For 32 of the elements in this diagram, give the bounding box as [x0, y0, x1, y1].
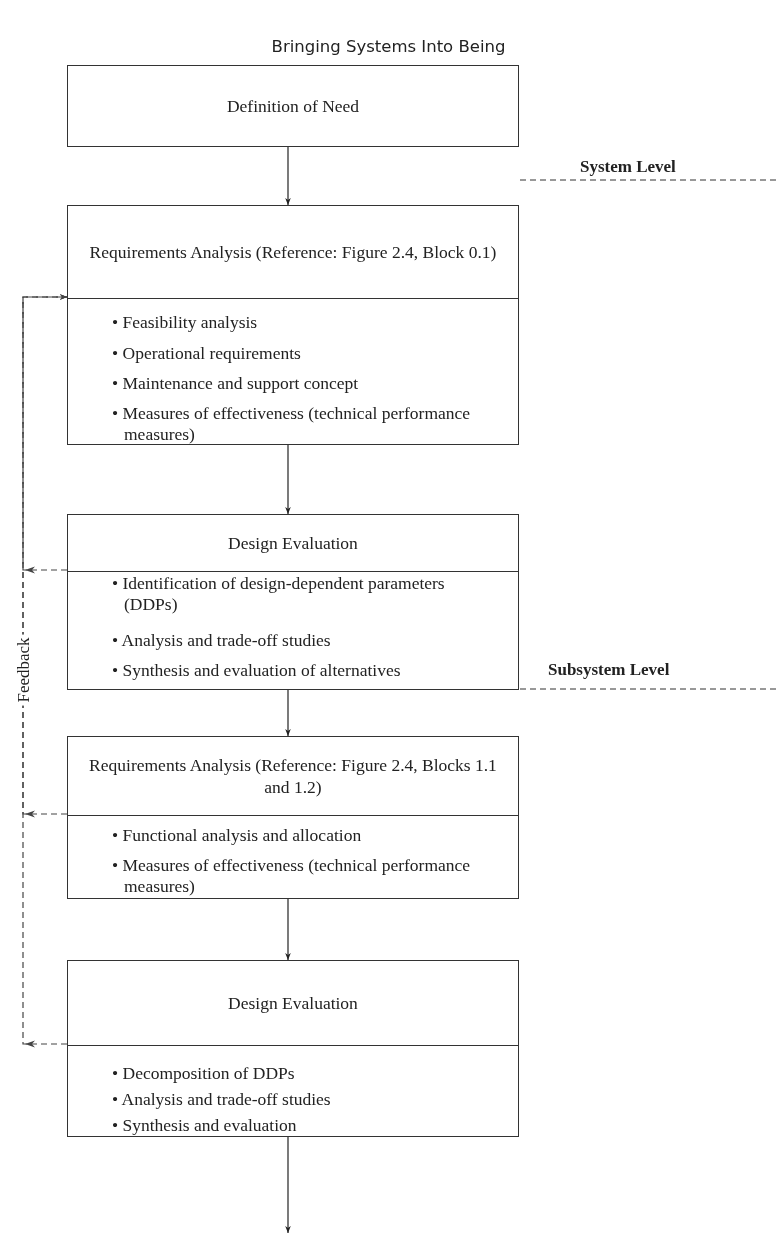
process-box	[67, 736, 519, 899]
box-heading: Design Evaluation	[227, 992, 359, 1014]
process-box	[67, 65, 519, 147]
box-heading: Design Evaluation	[227, 532, 359, 554]
bullet-item: • Maintenance and support concept	[112, 373, 360, 394]
bullet-item: • Synthesis and evaluation	[112, 1115, 298, 1136]
level-label: Subsystem Level	[548, 660, 670, 680]
arrow	[285, 689, 291, 737]
bullet-item: • Feasibility analysis	[112, 312, 259, 333]
diagram-title: Bringing Systems Into Being	[270, 37, 507, 56]
bullet-item: • Operational requirements	[112, 343, 302, 364]
bullet-item: • Functional analysis and allocation	[112, 825, 363, 846]
bullet-item: • Analysis and trade-off studies	[112, 1089, 332, 1110]
bullet-item: • Identification of design-dependent parameters (DDPs)	[112, 573, 446, 615]
arrow	[285, 444, 291, 515]
feedback-arrow	[22, 294, 68, 574]
arrow	[285, 1136, 291, 1234]
box-heading: Definition of Need	[225, 94, 361, 117]
box-heading: Requirements Analysis (Reference: Figure 2.4, Block 0.1)	[88, 241, 498, 263]
process-box	[67, 960, 519, 1137]
process-box	[67, 514, 519, 690]
feedback-arrow	[22, 294, 68, 1048]
bullet-item: • Decomposition of DDPs	[112, 1063, 296, 1084]
arrow	[285, 898, 291, 961]
bullet-item: • Measures of effectiveness (technical performance measures)	[112, 855, 472, 897]
bullet-item: • Measures of effectiveness (technical performance measures)	[112, 403, 472, 445]
level-label: System Level	[580, 157, 676, 177]
bullet-item: • Analysis and trade-off studies	[112, 630, 332, 651]
arrow	[285, 146, 291, 206]
box-heading: Requirements Analysis (Reference: Figure 2.4, Blocks 1.1 and 1.2)	[88, 754, 498, 798]
bullet-item: • Synthesis and evaluation of alternatives	[112, 660, 402, 681]
process-box	[67, 205, 519, 445]
